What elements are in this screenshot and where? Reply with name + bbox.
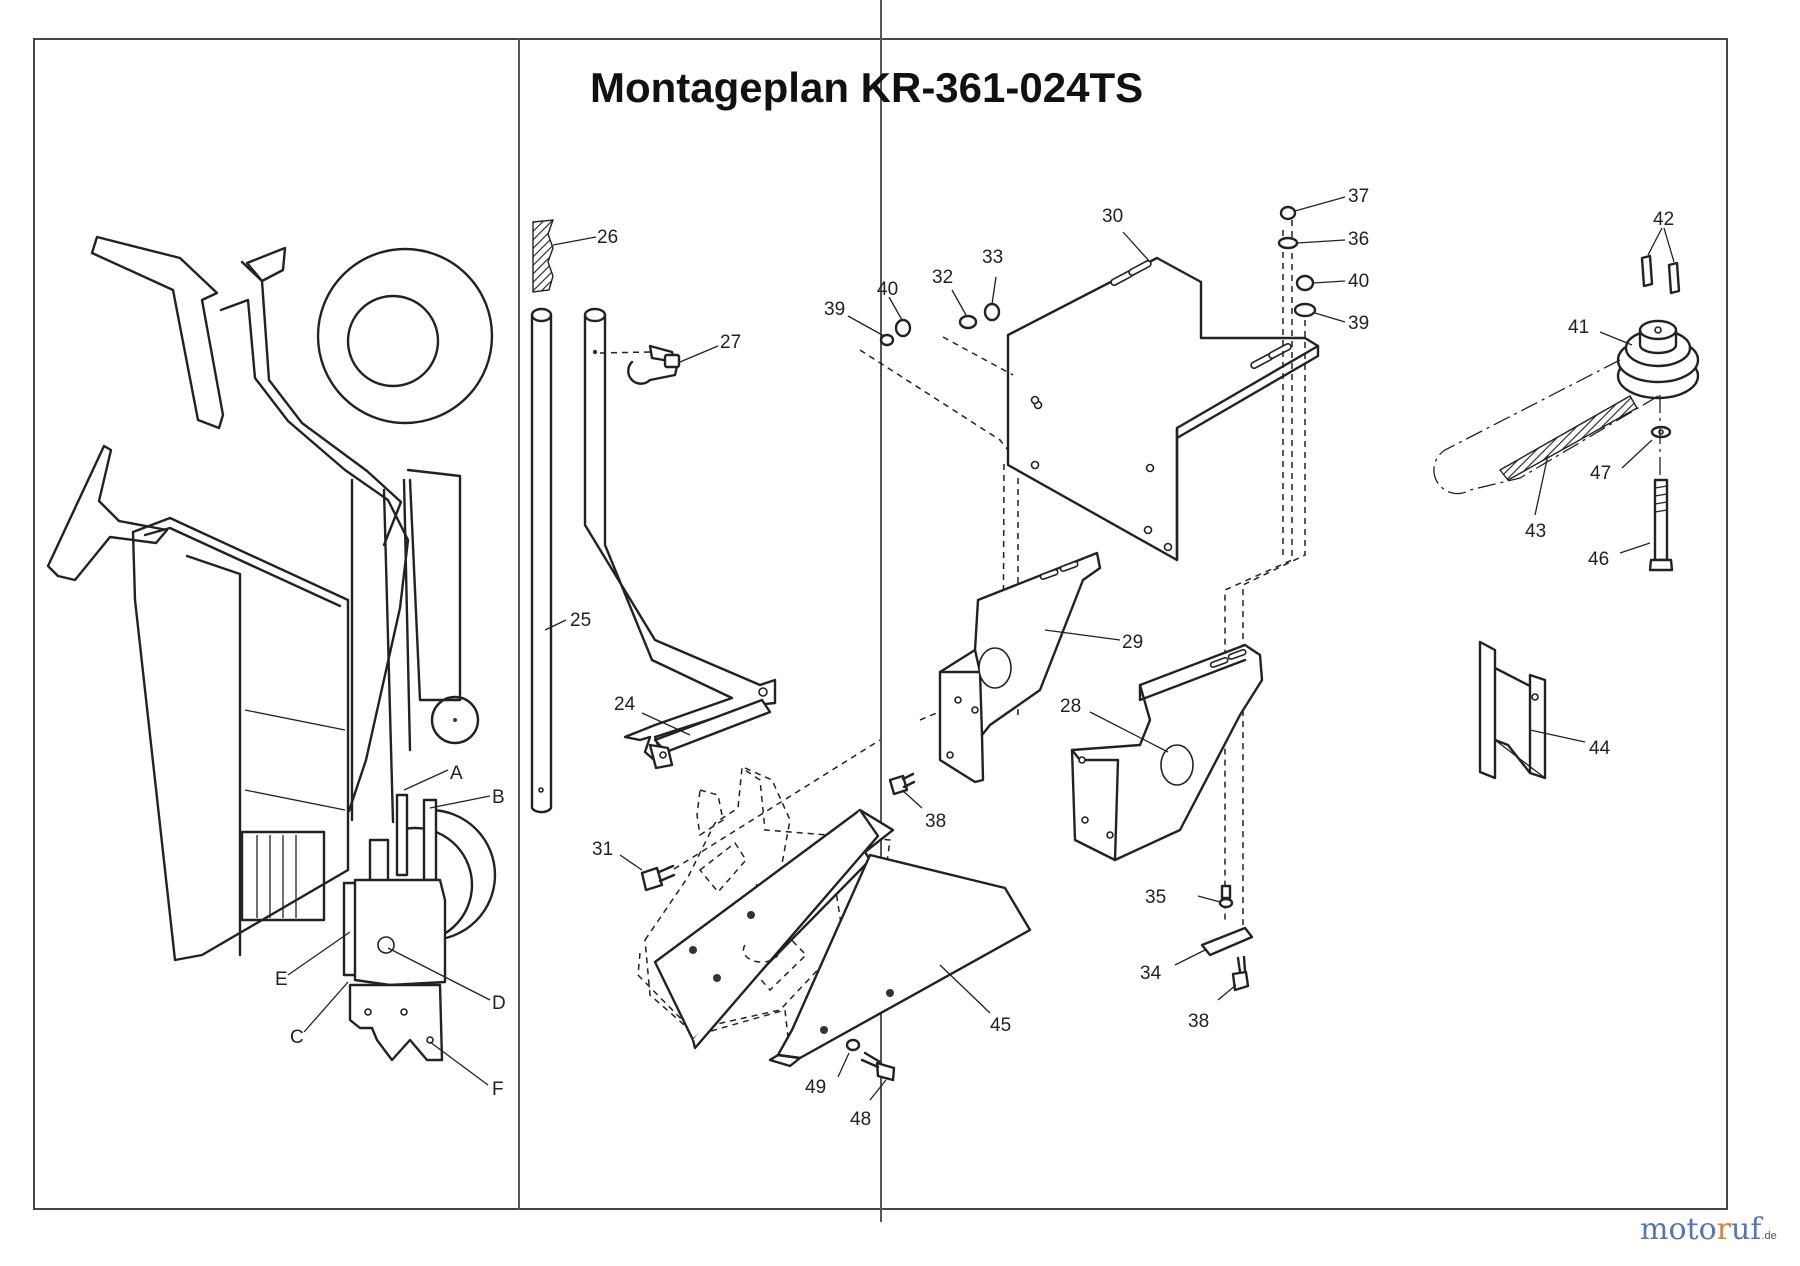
hardware-lower-right xyxy=(1200,884,1254,992)
part-46-47-bolt-washer xyxy=(1648,395,1674,572)
label-29: 29 xyxy=(1122,632,1143,653)
label-D: D xyxy=(492,993,506,1014)
hardware-right-stack xyxy=(1277,205,1317,318)
label-41: 41 xyxy=(1568,317,1589,338)
part-27-clamp xyxy=(599,344,681,385)
label-33: 33 xyxy=(982,247,1003,268)
label-F: F xyxy=(492,1079,504,1100)
label-49: 49 xyxy=(805,1077,826,1098)
label-27: 27 xyxy=(720,332,741,353)
part-26-grip xyxy=(532,219,555,293)
label-A: A xyxy=(450,763,463,784)
label-30: 30 xyxy=(1102,206,1123,227)
label-32: 32 xyxy=(932,267,953,288)
label-28: 28 xyxy=(1060,696,1081,717)
watermark-text-c: uf xyxy=(1730,1212,1762,1247)
label-34: 34 xyxy=(1140,963,1162,984)
label-44: 44 xyxy=(1589,738,1611,759)
part-44-guard xyxy=(1478,640,1547,780)
label-C: C xyxy=(290,1027,304,1048)
watermark-logo: motoruf.de xyxy=(1640,1212,1777,1247)
label-42: 42 xyxy=(1653,209,1674,230)
label-46: 46 xyxy=(1588,549,1609,570)
label-38-right: 38 xyxy=(1188,1011,1209,1032)
part-38-bolt-center xyxy=(888,772,916,796)
label-B: B xyxy=(492,787,505,808)
part-41-pulley xyxy=(1616,319,1700,400)
label-40-left: 40 xyxy=(877,279,898,300)
part-45-mount-frame xyxy=(637,766,1032,1068)
label-40-right: 40 xyxy=(1348,271,1369,292)
hardware-left-nuts xyxy=(879,302,1001,347)
label-26: 26 xyxy=(597,227,618,248)
part-43-belt xyxy=(1433,359,1661,495)
part-31-bolt xyxy=(640,739,881,892)
part-30-bracket xyxy=(1006,256,1320,562)
label-E: E xyxy=(275,969,288,990)
page-title: Montageplan KR-361-024TS xyxy=(590,64,1143,111)
label-37: 37 xyxy=(1348,186,1369,207)
part-48-49-hardware xyxy=(845,1038,896,1082)
part-24-lever xyxy=(583,307,777,770)
label-35: 35 xyxy=(1145,887,1166,908)
part-42-pins xyxy=(1640,254,1681,295)
label-47: 47 xyxy=(1590,463,1611,484)
part-25-rod xyxy=(530,307,553,814)
label-39-left: 39 xyxy=(824,299,845,320)
label-38-center: 38 xyxy=(925,811,946,832)
part-28-bracket xyxy=(1070,643,1264,862)
label-31: 31 xyxy=(592,839,613,860)
tractor-illustration xyxy=(46,235,497,1062)
watermark-tld: .de xyxy=(1761,1230,1777,1242)
label-36: 36 xyxy=(1348,229,1369,250)
watermark-text-b: r xyxy=(1716,1212,1731,1247)
label-48: 48 xyxy=(850,1109,871,1130)
part-29-bracket xyxy=(938,551,1102,784)
watermark-text-a: moto xyxy=(1640,1212,1717,1247)
label-43: 43 xyxy=(1525,521,1546,542)
left-leaders xyxy=(287,769,491,1086)
label-24: 24 xyxy=(614,694,636,715)
label-45: 45 xyxy=(990,1015,1011,1036)
label-25: 25 xyxy=(570,610,591,631)
label-39-right: 39 xyxy=(1348,313,1369,334)
